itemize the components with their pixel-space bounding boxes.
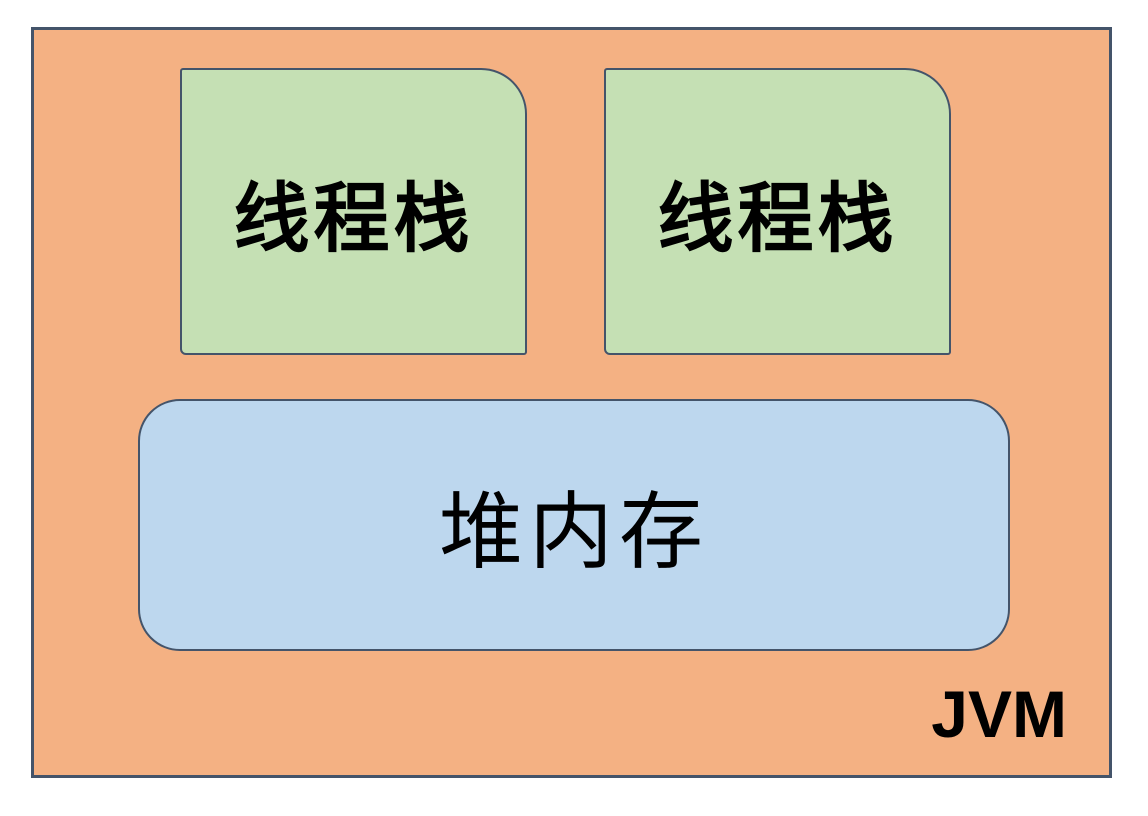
thread-stack-label-1: 线程栈 bbox=[233, 176, 474, 262]
heap-memory-box: 堆内存 bbox=[138, 399, 1010, 651]
jvm-container-label: JVM bbox=[931, 677, 1067, 751]
thread-stack-label-2: 线程栈 bbox=[657, 176, 898, 262]
heap-memory-label: 堆内存 bbox=[438, 484, 709, 579]
thread-stack-box-2: 线程栈 bbox=[604, 68, 951, 355]
jvm-container-box: 线程栈 线程栈 堆内存 JVM bbox=[31, 27, 1112, 778]
thread-stack-box-1: 线程栈 bbox=[180, 68, 527, 355]
